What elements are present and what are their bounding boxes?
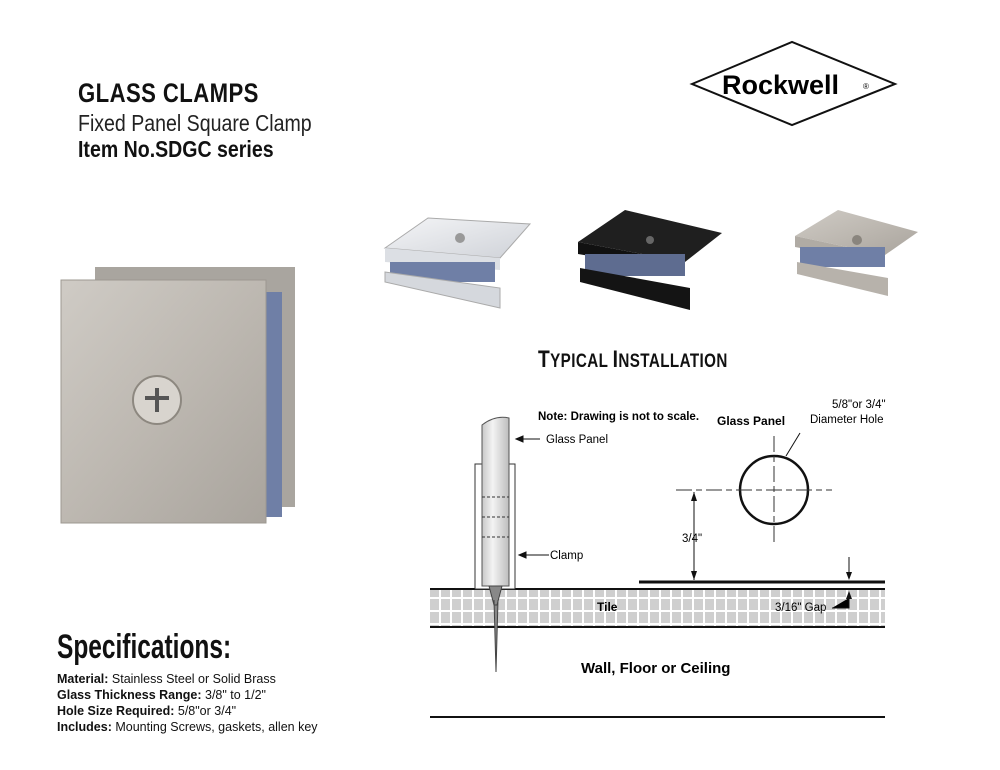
product-subtitle: Fixed Panel Square Clamp (78, 110, 312, 136)
item-number: Item No.SDGC series (78, 136, 274, 162)
note-text: Note: Drawing is not to scale. (538, 411, 699, 423)
specifications-list: Material: Stainless Steel or Solid Brass… (57, 671, 318, 735)
product-black (578, 210, 722, 310)
logo-registered: ® (863, 82, 869, 91)
rockwell-logo: Rockwell ® (689, 40, 898, 127)
height-dimension: 3/4" (682, 533, 702, 545)
spec-row: Includes: Mounting Screws, gaskets, alle… (57, 720, 318, 734)
product-chrome (383, 217, 532, 309)
spec-row: Hole Size Required: 5/8"or 3/4" (57, 704, 237, 718)
tile-label: Tile (597, 600, 618, 614)
product-nickel (795, 210, 918, 296)
hole-label: Diameter Hole (810, 414, 884, 426)
installation-diagram: Note: Drawing is not to scale. Glass Pan… (430, 399, 886, 718)
page-title: GLASS CLAMPS (78, 78, 259, 108)
logo-text: Rockwell (722, 70, 839, 100)
spec-row: Glass Thickness Range: 3/8" to 1/2" (57, 688, 266, 702)
hole-size: 5/8"or 3/4" (832, 399, 886, 411)
clamp-label: Clamp (550, 550, 583, 562)
installation-heading: TYPICAL INSTALLATION (538, 346, 728, 373)
glass-panel-label: Glass Panel (546, 434, 608, 446)
main-product-image (60, 267, 295, 524)
specifications-heading: Specifications: (57, 628, 232, 666)
spec-row: Material: Stainless Steel or Solid Brass (57, 672, 276, 686)
gap-label: 3/16" Gap (775, 602, 826, 614)
panel-title: Glass Panel (717, 414, 785, 428)
surface-label: Wall, Floor or Ceiling (581, 660, 730, 677)
